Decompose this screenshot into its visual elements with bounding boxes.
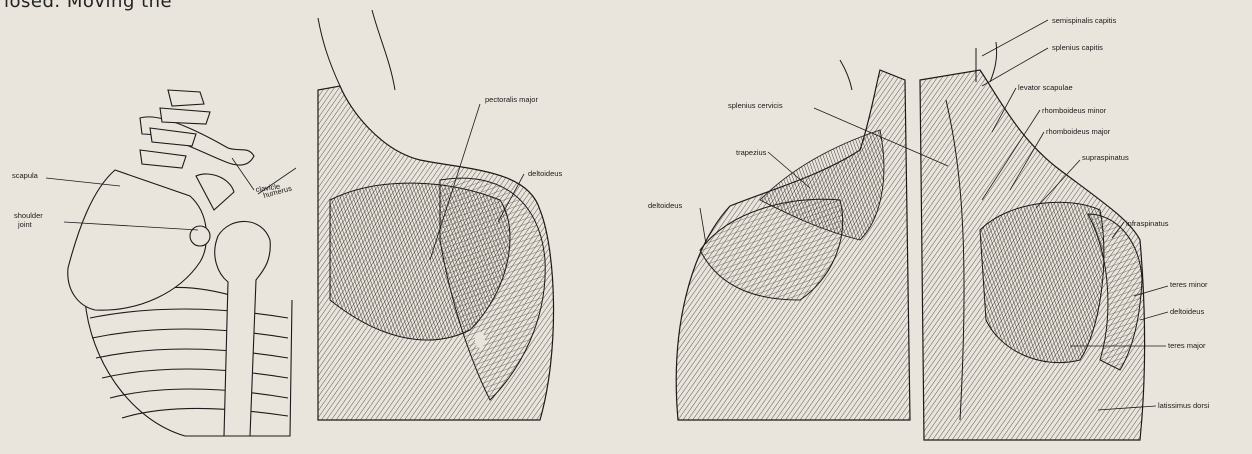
label-supraspinatus: supraspinatus bbox=[1082, 153, 1129, 162]
back-superficial-figure bbox=[676, 60, 910, 420]
label-scapula: scapula bbox=[12, 171, 39, 180]
label-levator-scapulae: levator scapulae bbox=[1018, 83, 1073, 92]
label-infraspinatus: infraspinatus bbox=[1126, 219, 1169, 228]
skeleton-figure bbox=[68, 90, 292, 436]
front-muscles-figure bbox=[318, 10, 554, 420]
label-deltoideus-deep: deltoideus bbox=[1170, 307, 1204, 316]
label-joint: joint bbox=[17, 220, 33, 229]
back-deep-figure bbox=[920, 42, 1145, 440]
label-splenius-cervicis: splenius cervicis bbox=[728, 101, 783, 110]
label-deltoideus-back: deltoideus bbox=[648, 201, 682, 210]
label-semispinalis-capitis: semispinalis capitis bbox=[1052, 16, 1116, 25]
label-teres-minor: teres minor bbox=[1170, 280, 1208, 289]
label-deltoideus-front: deltoideus bbox=[528, 169, 562, 178]
label-rhomboideus-major: rhomboideus major bbox=[1046, 127, 1111, 136]
label-pectoralis-major: pectoralis major bbox=[485, 95, 538, 104]
label-splenius-capitis: splenius capitis bbox=[1052, 43, 1103, 52]
label-shoulder: shoulder bbox=[14, 211, 43, 220]
label-trapezius: trapezius bbox=[736, 148, 767, 157]
label-rhomboideus-minor: rhomboideus minor bbox=[1042, 106, 1107, 115]
label-latissimus-dorsi: latissimus dorsi bbox=[1158, 401, 1210, 410]
label-teres-major: teres major bbox=[1168, 341, 1206, 350]
